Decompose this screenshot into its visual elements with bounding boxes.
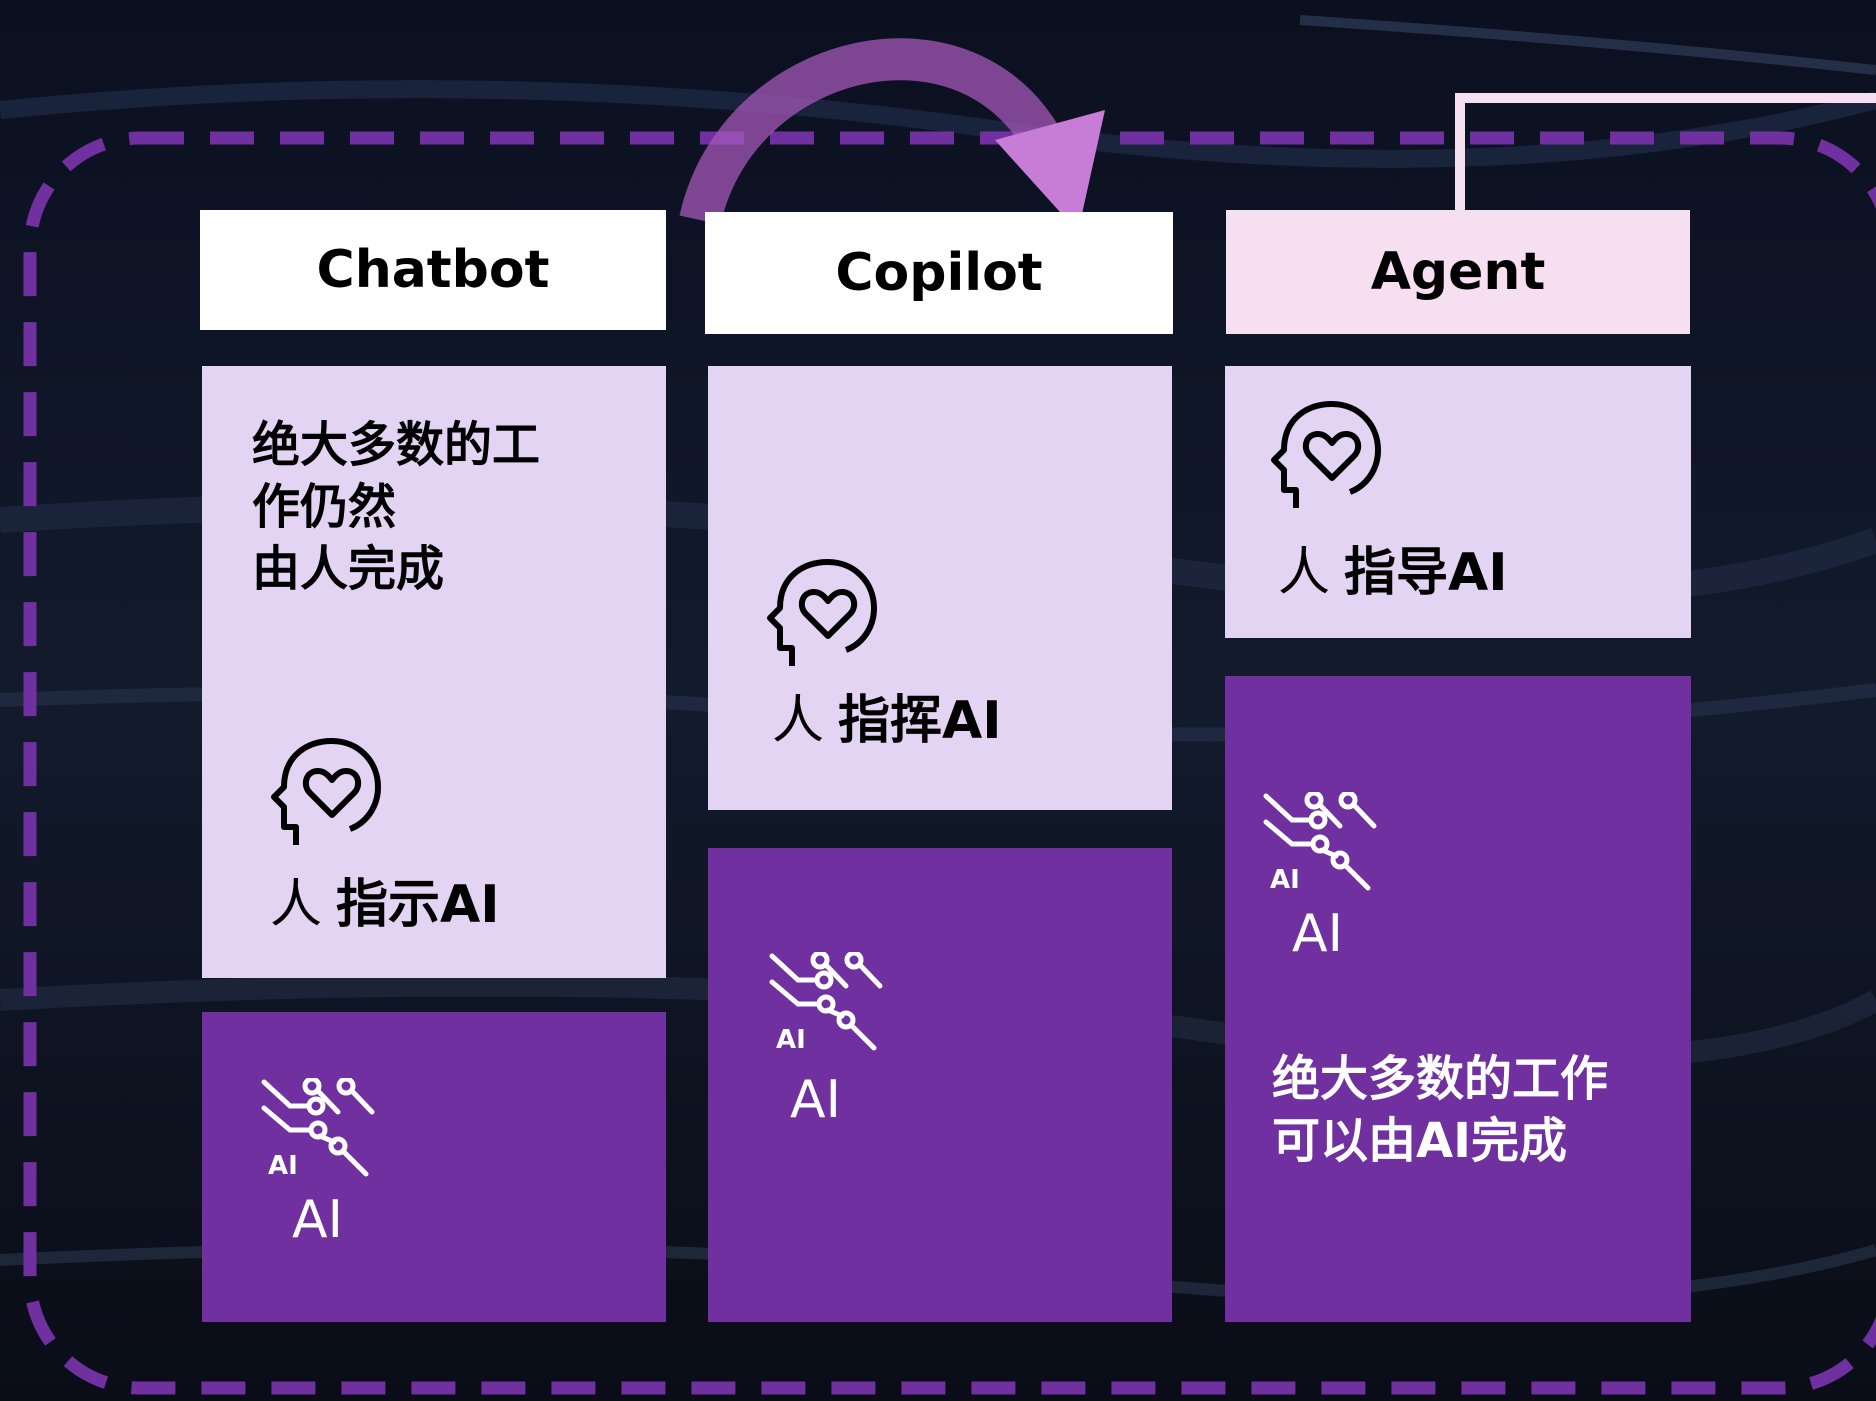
agent-ai-text-line: 绝大多数的工作 [1272,1051,1609,1107]
agent-ai-text: 绝大多数的工作 可以由AI完成 [1272,1048,1608,1172]
copilot-role-text: 指挥AI [838,690,1002,751]
agent-ai-text-line: 可以由AI完成 [1272,1113,1568,1169]
copilot-ai-panel [708,848,1172,1322]
agent-role: 人 指导AI [1278,532,1508,603]
ai-circuit-icon: AI [261,1078,375,1178]
head-heart-icon [1271,401,1381,508]
chatbot-human-text-line: 作仍然 [252,479,397,535]
copilot-ai-label: AI [790,1070,841,1130]
svg-text:AI: AI [268,1151,298,1178]
svg-text:AI: AI [1270,865,1300,892]
person-glyph: 人 [1278,542,1331,603]
svg-text:AI: AI [776,1025,806,1052]
head-heart-icon [271,738,381,845]
ai-circuit-icon: AI [1263,792,1377,892]
chatbot-role-text: 指示AI [336,874,500,935]
chatbot-human-panel [202,366,666,978]
chatbot-human-text: 绝大多数的工 作仍然 由人完成 [252,414,540,600]
copilot-role: 人 指挥AI [772,680,1002,751]
agent-ai-panel [1225,676,1691,1322]
person-glyph: 人 [772,690,825,751]
head-heart-icon [767,559,877,666]
chatbot-title: Chatbot [200,210,666,330]
chatbot-role: 人 指示AI [270,864,500,935]
person-glyph: 人 [270,874,323,935]
agent-role-text: 指导AI [1344,542,1508,603]
agent-ai-label: AI [1292,904,1343,964]
agent-title: Agent [1226,210,1690,334]
ai-circuit-icon: AI [769,952,883,1052]
chatbot-human-text-line: 绝大多数的工 [252,417,541,473]
copilot-title: Copilot [705,212,1173,334]
chatbot-ai-label: AI [292,1190,343,1250]
chatbot-human-text-line: 由人完成 [252,541,445,597]
chatbot-ai-panel [202,1012,666,1322]
